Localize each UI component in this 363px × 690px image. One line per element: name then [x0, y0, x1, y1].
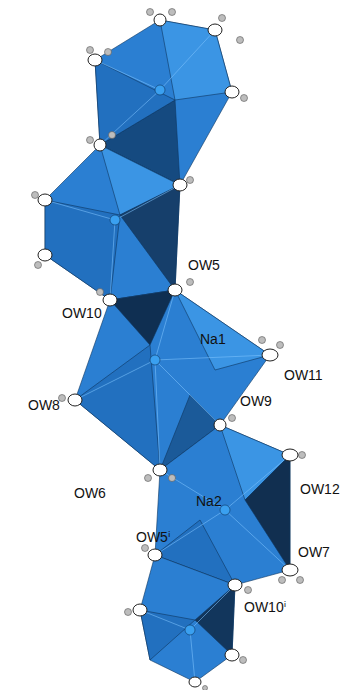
atom-label: OW11: [284, 368, 323, 382]
atom-label: OW8: [28, 398, 60, 412]
atom-label: Na2: [196, 494, 222, 508]
atom-label: OW5: [188, 258, 220, 272]
atom-label: OW12: [300, 482, 340, 496]
atom-label: OW10ⁱ: [244, 600, 286, 614]
atom-label: OW5ⁱ: [136, 530, 170, 544]
atom-label: Na1: [200, 332, 226, 346]
atom-label: OW10: [62, 306, 102, 320]
atom-label: OW6: [74, 486, 106, 500]
atom-label: OW9: [240, 394, 272, 408]
atom-label: OW7: [298, 545, 330, 559]
